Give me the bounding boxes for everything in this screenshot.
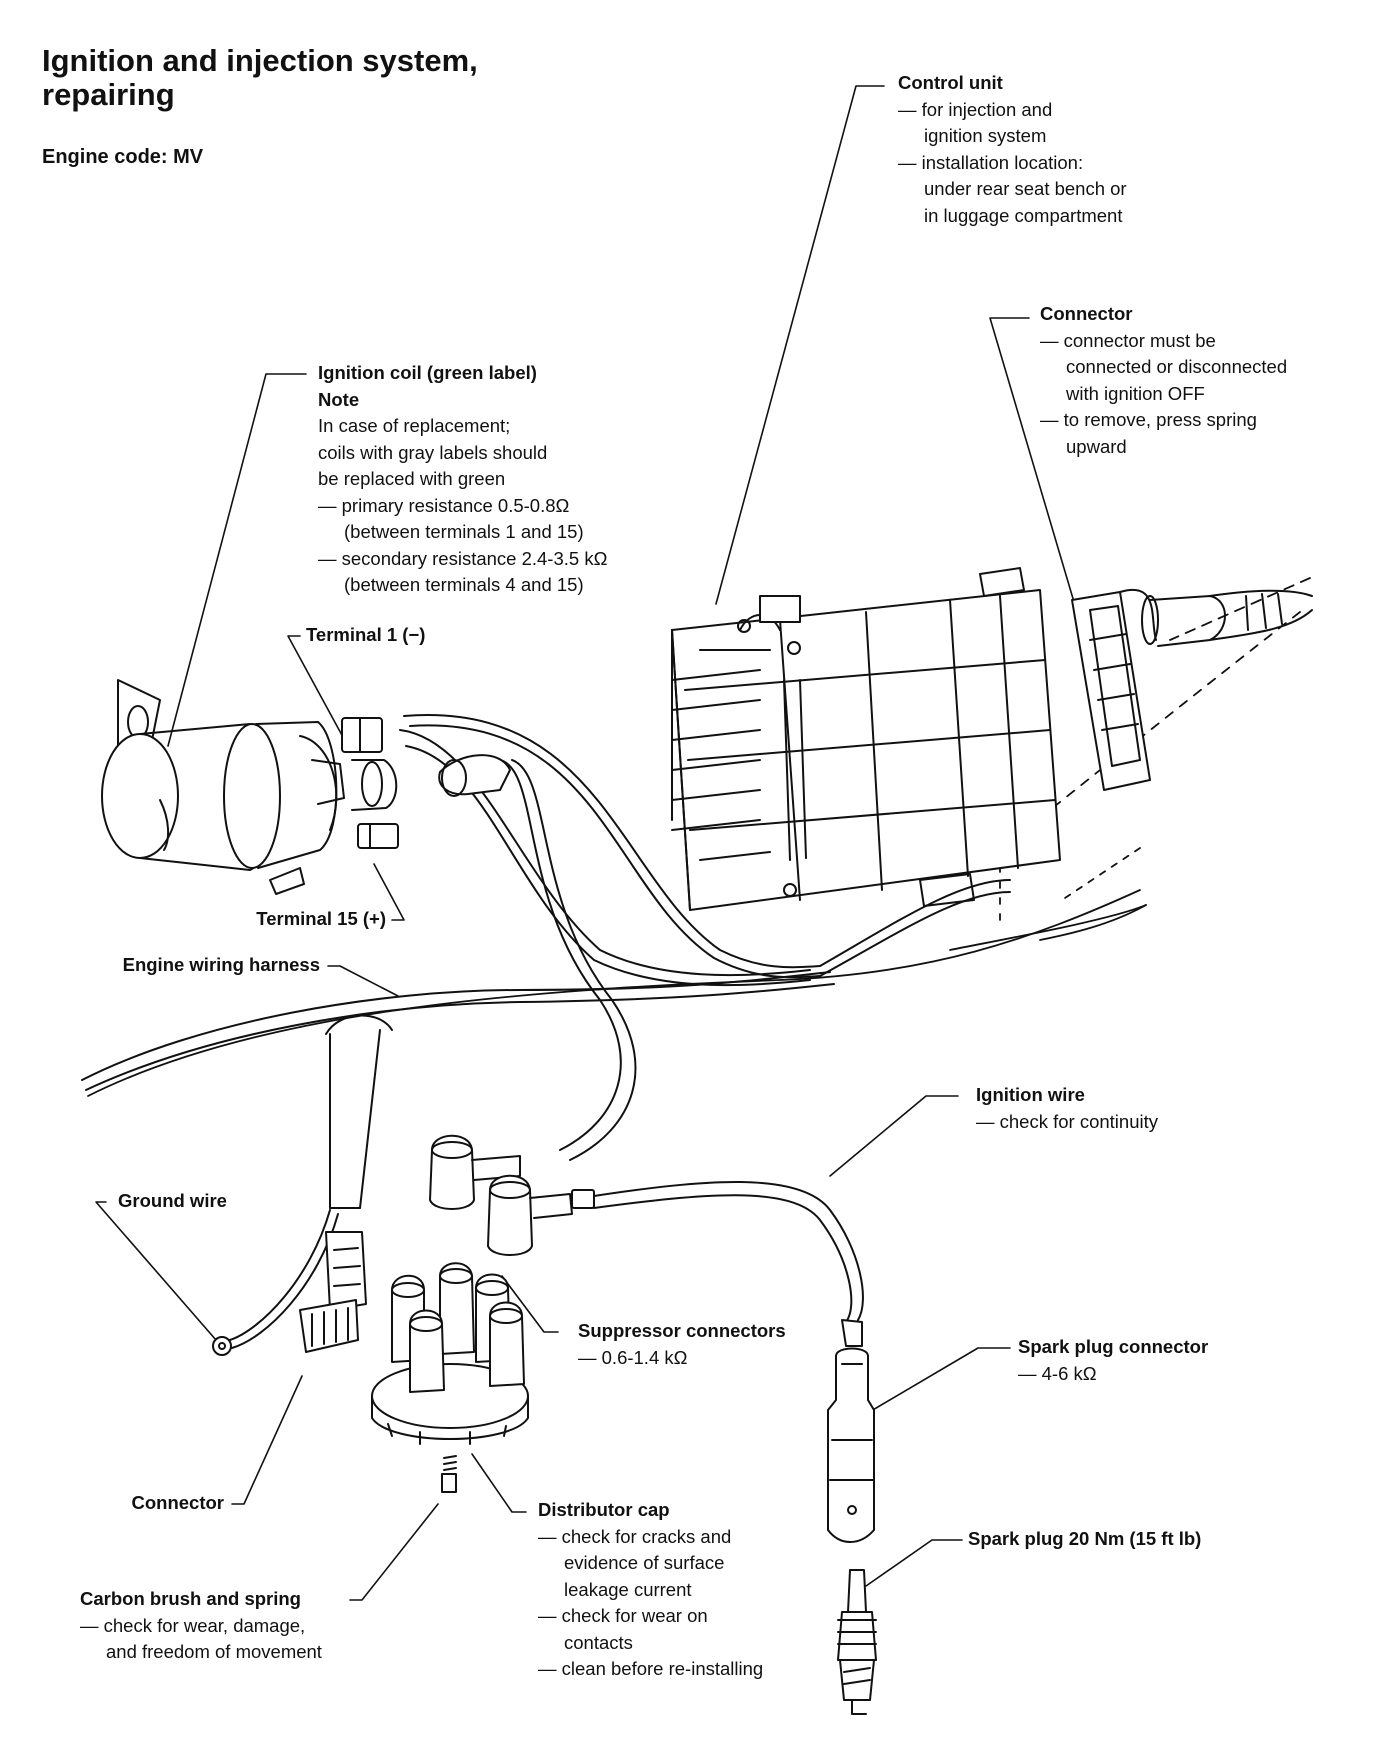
ignition-coil-line: (between terminals 4 and 15) bbox=[344, 574, 584, 595]
connector-top-line: — to remove, press spring bbox=[1040, 409, 1257, 430]
distributor-cap-line: — clean before re-installing bbox=[538, 1658, 764, 1679]
label-spark-plug-connector: Spark plug connector — 4-6 kΩ bbox=[1018, 1334, 1208, 1387]
connector-top-line: with ignition OFF bbox=[1066, 382, 1205, 404]
ignition-coil-note: Note bbox=[318, 388, 360, 410]
engine-code: Engine code: MV bbox=[42, 146, 204, 168]
leader-connector-top bbox=[990, 318, 1074, 602]
leader-distributor-cap bbox=[472, 1454, 526, 1512]
ignition-wire-heading: Ignition wire bbox=[976, 1084, 1085, 1105]
ignition-coil-line: In case of replacement; bbox=[318, 415, 511, 436]
distributor-cap-line: leakage current bbox=[564, 1578, 692, 1600]
connector-top-heading: Connector bbox=[1040, 303, 1133, 324]
control-unit-line: ignition system bbox=[924, 125, 1047, 146]
leader-spark-plug bbox=[866, 1540, 962, 1586]
page-title: Ignition and injection system, repairing bbox=[42, 44, 478, 112]
ignition-wire bbox=[572, 1182, 863, 1346]
distributor-cap-line: contacts bbox=[564, 1631, 633, 1653]
leader-carbon-brush bbox=[350, 1504, 438, 1600]
carbon-brush-heading: Carbon brush and spring bbox=[80, 1588, 301, 1609]
control-unit-line: under rear seat bench or bbox=[924, 178, 1127, 199]
ignition-lead bbox=[439, 755, 635, 1160]
distributor-cap-line: evidence of surface bbox=[564, 1552, 725, 1573]
control-unit-line: — for injection and bbox=[898, 98, 1053, 120]
leader-ignition-wire bbox=[830, 1096, 958, 1176]
ignition-coil bbox=[102, 680, 396, 894]
ignition-coil-line: (between terminals 1 and 15) bbox=[344, 521, 584, 542]
spark-plug-connector bbox=[828, 1349, 874, 1543]
carbon-brush-line: and freedom of movement bbox=[106, 1641, 322, 1662]
connector-top-line: upward bbox=[1066, 435, 1127, 457]
leader-harness bbox=[328, 966, 398, 996]
label-connector-bottom: Connector bbox=[131, 1492, 225, 1513]
leader-ground-wire bbox=[96, 1202, 216, 1340]
label-ignition-coil: Ignition coil (green label) Note In case… bbox=[318, 360, 607, 599]
control-unit-heading: Control unit bbox=[898, 72, 1003, 93]
ecu-connector bbox=[1072, 590, 1312, 790]
control-unit bbox=[672, 568, 1060, 910]
title-line-1: Ignition and injection system, bbox=[42, 43, 478, 78]
terminal-plugs bbox=[342, 718, 398, 848]
label-spark-plug: Spark plug 20 Nm (15 ft lb) bbox=[968, 1528, 1202, 1549]
leader-control-unit bbox=[716, 86, 884, 604]
distributor-cap-line: — check for wear on bbox=[538, 1605, 708, 1626]
label-terminal-15: Terminal 15 (+) bbox=[256, 908, 386, 929]
label-ground-wire: Ground wire bbox=[118, 1190, 227, 1211]
label-distributor-cap: Distributor cap — check for cracks and e… bbox=[538, 1497, 763, 1683]
label-carbon-brush: Carbon brush and spring — check for wear… bbox=[80, 1586, 322, 1666]
label-ignition-wire: Ignition wire — check for continuity bbox=[976, 1082, 1158, 1135]
leader-spark-connector bbox=[866, 1348, 1010, 1414]
spark-plug-connector-heading: Spark plug connector bbox=[1018, 1336, 1209, 1357]
title-line-2: repairing bbox=[42, 77, 175, 112]
distributor-cap-line: — check for cracks and bbox=[538, 1525, 732, 1547]
ignition-coil-line: be replaced with green bbox=[318, 468, 506, 489]
leader-connector-bottom bbox=[232, 1376, 302, 1504]
distributor-cap bbox=[372, 1263, 528, 1444]
label-control-unit: Control unit — for injection and ignitio… bbox=[898, 70, 1127, 229]
carbon-brush-line: — check for wear, damage, bbox=[80, 1614, 306, 1636]
ignition-coil-line: — primary resistance 0.5-0.8Ω bbox=[318, 494, 570, 516]
ignition-wire-line: — check for continuity bbox=[976, 1110, 1158, 1132]
label-suppressor-connectors: Suppressor connectors — 0.6-1.4 kΩ bbox=[578, 1318, 786, 1371]
ignition-coil-line: — secondary resistance 2.4-3.5 kΩ bbox=[318, 547, 608, 569]
leader-ignition-coil bbox=[168, 374, 306, 746]
ignition-coil-heading: Ignition coil (green label) bbox=[318, 362, 537, 383]
connector-bottom bbox=[300, 1015, 392, 1352]
label-connector-top: Connector — connector must be connected … bbox=[1040, 301, 1287, 460]
suppressor-line: — 0.6-1.4 kΩ bbox=[578, 1346, 688, 1368]
spark-plug bbox=[838, 1570, 876, 1714]
control-unit-line: in luggage compartment bbox=[924, 204, 1123, 226]
connector-top-line: connected or disconnected bbox=[1066, 356, 1288, 377]
label-terminal-1: Terminal 1 (−) bbox=[306, 624, 426, 645]
connector-top-line: — connector must be bbox=[1040, 329, 1216, 351]
suppressor-connectors bbox=[430, 1136, 572, 1255]
leader-suppressor bbox=[502, 1276, 558, 1332]
label-engine-wiring-harness: Engine wiring harness bbox=[122, 954, 320, 975]
ground-wire bbox=[213, 1210, 338, 1355]
suppressor-heading: Suppressor connectors bbox=[578, 1320, 786, 1341]
distributor-cap-heading: Distributor cap bbox=[538, 1499, 670, 1520]
leader-lines bbox=[96, 86, 1074, 1600]
leader-terminal-15 bbox=[374, 864, 404, 920]
spark-plug-connector-line: — 4-6 kΩ bbox=[1018, 1362, 1097, 1384]
control-unit-line: — installation location: bbox=[898, 151, 1084, 173]
ignition-coil-line: coils with gray labels should bbox=[318, 441, 548, 463]
leader-terminal-1 bbox=[288, 636, 350, 750]
carbon-brush-and-spring bbox=[442, 1456, 456, 1492]
